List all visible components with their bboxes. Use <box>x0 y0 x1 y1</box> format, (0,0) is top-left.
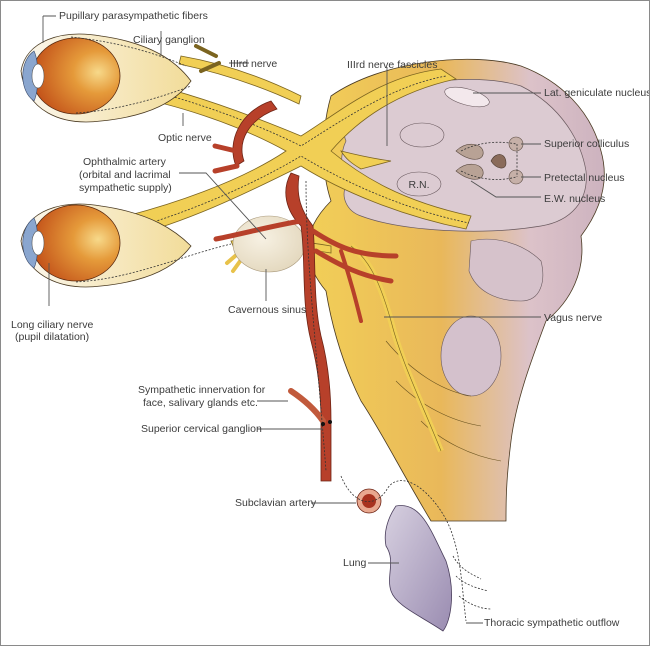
label-sympathetic-innervation-1: Sympathetic innervation for <box>138 384 266 396</box>
label-superior-colliculus: Superior colliculus <box>544 138 629 150</box>
label-cavernous-sinus: Cavernous sinus <box>228 304 306 316</box>
pons-lobe <box>468 238 544 302</box>
label-ophthalmic-artery-1: Ophthalmic artery <box>83 156 167 168</box>
optic-fibers-upper <box>118 75 447 147</box>
upper-ophthalmic-branches <box>212 143 240 174</box>
label-ophthalmic-artery-2: (orbital and lacrimal <box>79 169 171 181</box>
lat-geniculate-nucleus-shape <box>444 86 490 108</box>
posterior-branches <box>310 228 399 284</box>
iiird-nerve-branches <box>194 44 221 73</box>
olive <box>440 315 502 397</box>
upper-pupil <box>31 63 45 89</box>
thoracic-outflow-branches <box>452 555 492 610</box>
label-ophthalmic-artery-3: sympathetic supply) <box>79 182 172 194</box>
upper-ophthalmic-loop <box>232 100 278 167</box>
red-nucleus-shape <box>396 171 442 197</box>
lower-eye <box>20 203 232 288</box>
optic-fibers-lower <box>115 155 470 234</box>
iiird-nerve-fascicle-tip <box>340 150 392 170</box>
midbrain-oval <box>399 122 445 148</box>
label-subclavian-artery: Subclavian artery <box>235 497 317 509</box>
ew-nucleus-lower <box>455 163 484 180</box>
basilar-branch <box>339 249 363 323</box>
label-ciliary-ganglion: Ciliary ganglion <box>133 34 205 46</box>
vagus-outline <box>350 245 442 452</box>
pretectal-pathway <box>460 141 518 180</box>
lung-shape <box>384 505 452 632</box>
label-lat-geniculate-nucleus: Lat. geniculate nucleus <box>544 87 649 99</box>
leader-lines <box>42 15 541 624</box>
upper-ciliary-fibers-lower <box>75 85 192 114</box>
label-iiird-nerve: IIIrd nerve <box>230 58 277 70</box>
aqueduct <box>490 154 507 169</box>
label-long-ciliary-nerve-2: (pupil dilatation) <box>15 331 89 343</box>
brainstem: R.N. <box>307 58 605 522</box>
superior-cervical-ganglion-dot <box>321 422 325 426</box>
superior-colliculus-shape <box>508 136 524 152</box>
upper-eye <box>20 33 192 123</box>
thoracic-outflow-dash <box>340 475 467 622</box>
label-thoracic-sympathetic-outflow: Thoracic sympathetic outflow <box>484 617 620 629</box>
label-superior-cervical-ganglion: Superior cervical ganglion <box>141 423 262 435</box>
upper-eyeball <box>31 37 121 115</box>
lower-eyeball <box>31 204 121 282</box>
lower-pupil <box>31 230 45 256</box>
ophthalmic-artery-branch <box>213 218 304 242</box>
label-pretectal-nucleus: Pretectal nucleus <box>544 172 625 184</box>
label-lung: Lung <box>343 557 367 569</box>
label-sympathetic-innervation-2: face, salivary glands etc. <box>143 397 258 409</box>
label-ew-nucleus: E.W. nucleus <box>544 193 605 205</box>
labels: Pupillary parasympathetic fibers Ciliary… <box>11 10 649 629</box>
label-vagus-nerve: Vagus nerve <box>544 312 602 324</box>
arteries <box>212 100 399 514</box>
optic-chiasm <box>105 68 472 242</box>
label-pupillary-parasympathetic-fibers: Pupillary parasympathetic fibers <box>59 10 208 22</box>
superior-cervical-ganglion-dot-2 <box>328 420 332 424</box>
label-long-ciliary-nerve-1: Long ciliary nerve <box>11 319 93 331</box>
medulla-lines <box>385 340 502 462</box>
subclavian-lumen <box>362 494 376 508</box>
label-iiird-nerve-fascicles: IIIrd nerve fascicles <box>347 59 437 71</box>
pretectal-nucleus-shape <box>508 169 524 185</box>
long-ciliary-fibers <box>75 243 232 283</box>
sympathetic-face-branch <box>288 388 326 424</box>
ew-nucleus-upper <box>455 143 484 160</box>
rn-label: R.N. <box>409 179 430 191</box>
label-optic-nerve: Optic nerve <box>158 132 212 144</box>
